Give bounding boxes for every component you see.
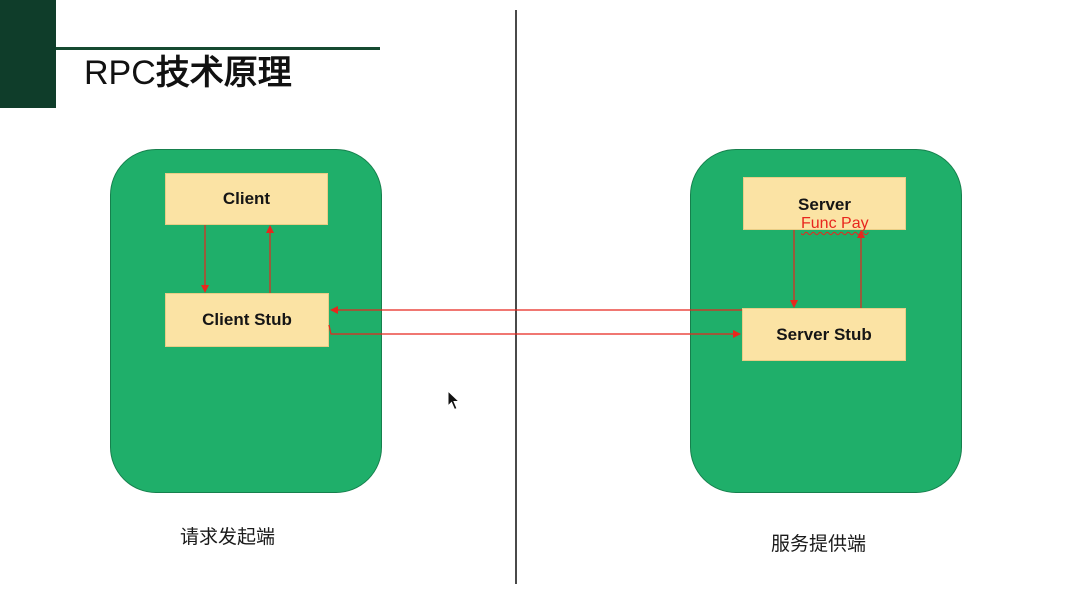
client-label: Client bbox=[222, 189, 271, 208]
mouse-pointer-icon bbox=[447, 390, 461, 411]
client-side-caption: 请求发起端 bbox=[180, 526, 276, 548]
title-accent-block bbox=[0, 0, 56, 108]
title-prefix: RPC bbox=[84, 54, 156, 92]
server-box: Server bbox=[743, 177, 906, 230]
client-box: Client bbox=[165, 173, 328, 225]
server-stub-box: Server Stub bbox=[742, 308, 906, 361]
client-stub-to-server-stub-arrow bbox=[328, 324, 741, 338]
title-main: 技术原理 bbox=[155, 53, 292, 93]
server-stub-label: Server Stub bbox=[776, 324, 872, 344]
server-side-caption: 服务提供端 bbox=[771, 533, 867, 555]
client-stub-label: Client Stub bbox=[202, 310, 292, 329]
server-label: Server bbox=[798, 195, 851, 214]
client-stub-box: Client Stub bbox=[165, 293, 329, 347]
title-underline-rule bbox=[56, 47, 380, 50]
center-divider bbox=[515, 10, 517, 584]
slide-title: RPC技术原理 bbox=[84, 52, 292, 94]
server-func-annotation: Func Pay bbox=[801, 215, 869, 232]
